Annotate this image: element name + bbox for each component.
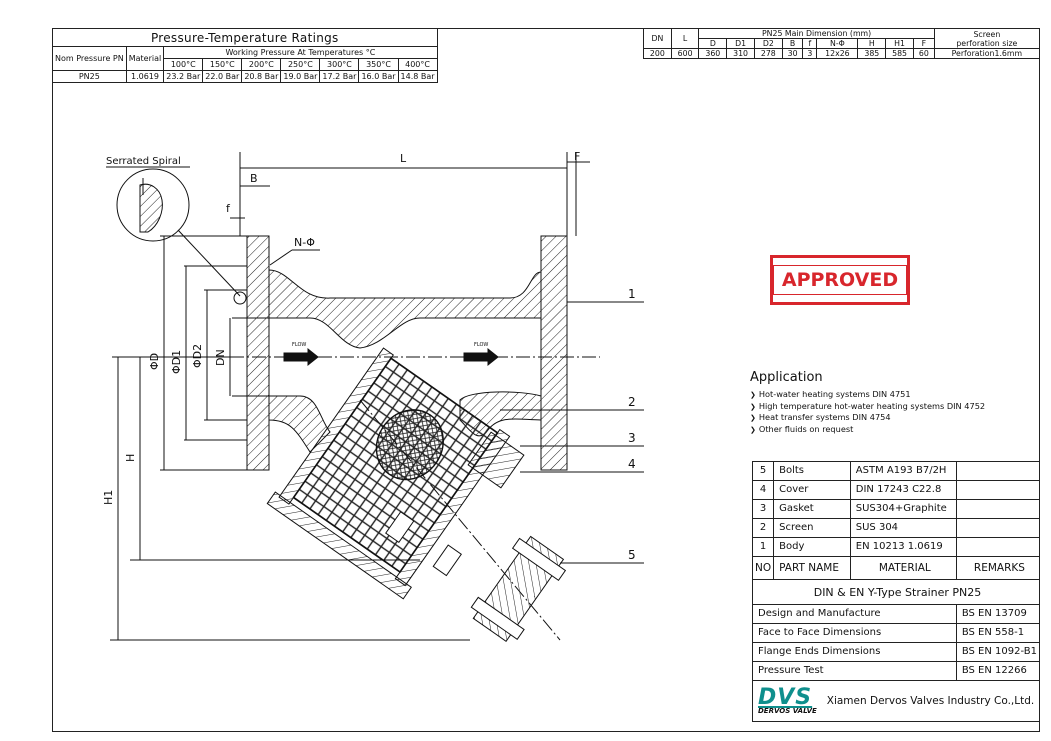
application-item: Hot-water heating systems DIN 4751 — [750, 389, 1030, 401]
application-list: Hot-water heating systems DIN 4751High t… — [750, 389, 1030, 435]
dim-H: H — [124, 454, 137, 462]
dim-val-5: 12x26 — [816, 48, 859, 59]
dim-val-7: 585 — [885, 48, 914, 59]
callout-5: 5 — [628, 548, 636, 562]
pt-pressure-5: 16.0 Bar — [358, 70, 399, 83]
application-section: Application Hot-water heating systems DI… — [750, 370, 1030, 435]
screen-label-line2: perforation size — [956, 38, 1018, 48]
pt-pressure-3: 19.0 Bar — [280, 70, 321, 83]
parts-header-material: MATERIAL — [849, 556, 957, 580]
company-cell: DVS DERVOS VALVE Xiamen Dervos Valves In… — [752, 680, 1040, 722]
application-heading: Application — [750, 370, 823, 385]
approved-stamp-text: APPROVED — [772, 265, 908, 295]
application-item: High temperature hot-water heating syste… — [750, 401, 1030, 413]
logo-sub: DERVOS VALVE — [758, 706, 817, 715]
pt-pressure-2: 20.8 Bar — [241, 70, 282, 83]
callout-1: 1 — [628, 287, 636, 301]
dim-H1: H1 — [102, 490, 115, 505]
dim-val-2: 278 — [753, 48, 783, 59]
parts-header-remarks: REMARKS — [955, 556, 1041, 580]
dervos-logo: DVS DERVOS VALVE — [758, 684, 817, 715]
bolt-right — [432, 544, 462, 577]
left-flange — [246, 235, 270, 471]
right-flange — [540, 235, 568, 471]
callout-3: 3 — [628, 431, 636, 445]
serrated-spiral-label: Serrated Spiral — [106, 156, 181, 167]
callout-2: 2 — [628, 395, 636, 409]
pt-nom-label: Nom Pressure PN — [52, 46, 127, 71]
callout-4: 4 — [628, 457, 636, 471]
dim-L: L — [400, 152, 407, 165]
part-no: 2 — [751, 518, 775, 538]
dim-N-phi: N-Φ — [294, 236, 315, 249]
dim-screen-value: Perforation1.6mm — [933, 48, 1041, 59]
dim-F: F — [574, 150, 580, 163]
dim-B: B — [250, 172, 258, 185]
dim-phi-D1: ΦD1 — [170, 350, 183, 374]
flow-label-left: FLOW — [292, 342, 306, 348]
bolt-left — [385, 511, 415, 543]
serrated-detail-circle — [116, 168, 190, 242]
approved-stamp: APPROVED — [770, 255, 910, 305]
dim-DN: DN — [214, 349, 227, 366]
application-item: Other fluids on request — [750, 424, 1030, 436]
dim-phi-D2: ΦD2 — [191, 344, 204, 368]
pt-pressure-4: 17.2 Bar — [319, 70, 360, 83]
dim-f: f — [226, 202, 231, 215]
pressure-temperature-table: Pressure-Temperature Ratings Nom Pressur… — [52, 28, 438, 83]
screen-label-line1: Screen — [973, 29, 1001, 39]
part-no: 4 — [751, 480, 775, 500]
drawing-frame — [52, 28, 1040, 732]
company-name: Xiamen Dervos Valves Industry Co.,Ltd. — [826, 694, 1035, 707]
logo-mark: DVS — [758, 684, 813, 710]
pt-pressure-6: 14.8 Bar — [397, 70, 438, 83]
flow-label-right: FLOW — [474, 342, 488, 348]
parts-header-name: PART NAME — [773, 556, 851, 580]
application-item: Heat transfer systems DIN 4754 — [750, 412, 1030, 424]
dim-phi-D: ΦD — [148, 353, 161, 370]
body-top-wall — [268, 269, 542, 349]
pt-pn-value: PN25 — [52, 70, 127, 83]
